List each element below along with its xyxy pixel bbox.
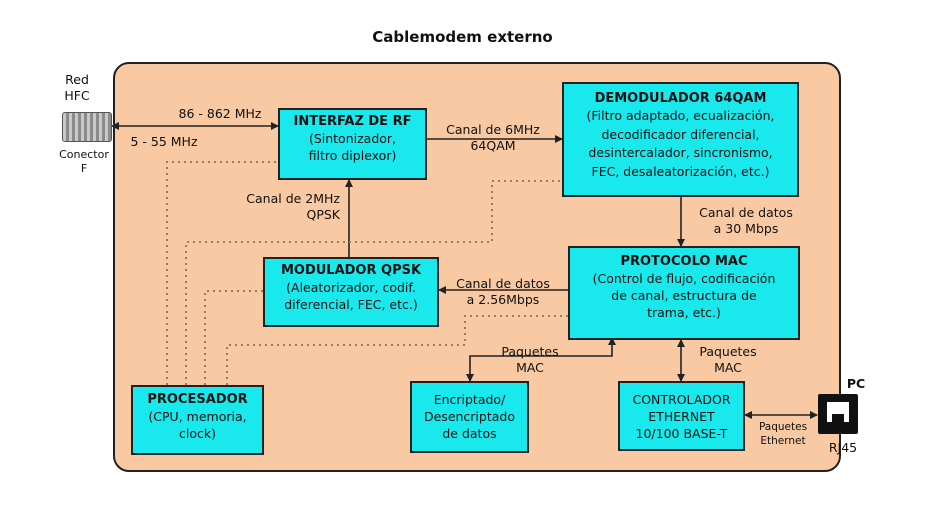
encriptado-body: Encriptado/ Desencriptado de datos xyxy=(423,392,515,441)
modulador-body: (Aleatorizador, codif. diferencial, FEC,… xyxy=(284,280,418,312)
datos-30mbps-label: Canal de datos a 30 Mbps xyxy=(699,205,793,236)
datos-256mbps-label: Canal de datos a 2.56Mbps xyxy=(456,276,550,307)
procesador-title: PROCESADOR xyxy=(147,392,248,407)
rj45-label: RJ45 xyxy=(828,440,858,455)
paquetes-ethernet-label: Paquetes Ethernet xyxy=(758,421,808,447)
pc-label: PC xyxy=(846,376,866,391)
ethernet-controller-body: CONTROLADOR ETHERNET 10/100 BASE-T xyxy=(632,392,731,441)
canal-2mhz-label: Canal de 2MHz QPSK xyxy=(246,191,340,222)
coax-connector-icon xyxy=(62,112,112,142)
downstream-freq-label: 86 - 862 MHz xyxy=(178,106,262,121)
proc-to-mac-dotted xyxy=(226,315,568,385)
canal-6mhz-label: Canal de 6MHz 64QAM xyxy=(446,122,540,153)
procesador-box: PROCESADOR (CPU, memoria, clock) xyxy=(131,385,264,455)
paquetes-mac-label-2: Paquetes MAC xyxy=(699,344,757,375)
demodulador-title: DEMODULADOR 64QAM xyxy=(594,91,767,106)
ethernet-controller-box: CONTROLADOR ETHERNET 10/100 BASE-T xyxy=(618,381,745,451)
procesador-body: (CPU, memoria, clock) xyxy=(148,409,247,441)
protocolo-mac-body: (Control de flujo, codificación de canal… xyxy=(592,271,776,320)
upstream-freq-label: 5 - 55 MHz xyxy=(130,134,198,149)
proc-to-rf-dotted xyxy=(166,161,278,385)
interfaz-rf-box: INTERFAZ DE RF (Sintonizador, filtro dip… xyxy=(278,108,427,180)
protocolo-mac-title: PROTOCOLO MAC xyxy=(620,254,748,269)
interfaz-rf-title: INTERFAZ DE RF xyxy=(293,114,412,129)
encriptado-box: Encriptado/ Desencriptado de datos xyxy=(410,381,529,453)
interfaz-rf-body: (Sintonizador, filtro diplexor) xyxy=(308,131,397,163)
rj45-jack-icon xyxy=(818,394,858,434)
conector-f-label: Conector F xyxy=(59,148,109,175)
paquetes-mac-label-1: Paquetes MAC xyxy=(501,344,559,375)
red-hfc-label: Red HFC xyxy=(64,72,90,103)
modulador-box: MODULADOR QPSK (Aleatorizador, codif. di… xyxy=(263,257,439,327)
demodulador-body: (Filtro adaptado, ecualización, decodifi… xyxy=(586,108,775,179)
demodulador-box: DEMODULADOR 64QAM (Filtro adaptado, ecua… xyxy=(562,82,799,197)
diagram-title: Cablemodem externo xyxy=(372,28,553,46)
proc-to-demod-dotted-2 xyxy=(204,290,263,385)
modulador-title: MODULADOR QPSK xyxy=(280,263,422,278)
encrypt-mac-arrow xyxy=(466,337,616,382)
protocolo-mac-box: PROTOCOLO MAC (Control de flujo, codific… xyxy=(568,246,800,340)
